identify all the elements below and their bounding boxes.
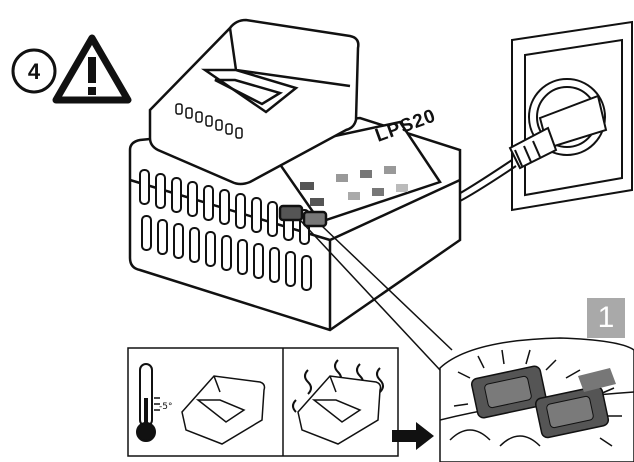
battery-pack: [148, 18, 360, 186]
hot-battery: [297, 375, 382, 445]
step-number: 4: [28, 59, 41, 84]
button-detail-view: [439, 337, 634, 462]
status-button-left: [278, 204, 304, 222]
condition-panel: -5°: [127, 347, 399, 457]
leader-lines: [299, 219, 453, 371]
figure-number-badge: 1: [587, 298, 625, 338]
step-marker: 4: [11, 48, 57, 94]
thermometer-icon: [136, 363, 160, 442]
cold-battery: [181, 375, 266, 445]
charger-vents: [139, 169, 312, 291]
power-plug-icon: [508, 94, 608, 170]
arrow-right-icon: [392, 422, 434, 450]
charger-label-icons: [300, 166, 408, 206]
power-cable: [454, 159, 517, 203]
warning-icon: [52, 34, 132, 104]
wall-socket: [508, 20, 633, 212]
cold-temperature-label: -5°: [159, 402, 172, 412]
status-button-right: [302, 210, 328, 228]
battery-vents: [175, 103, 243, 139]
